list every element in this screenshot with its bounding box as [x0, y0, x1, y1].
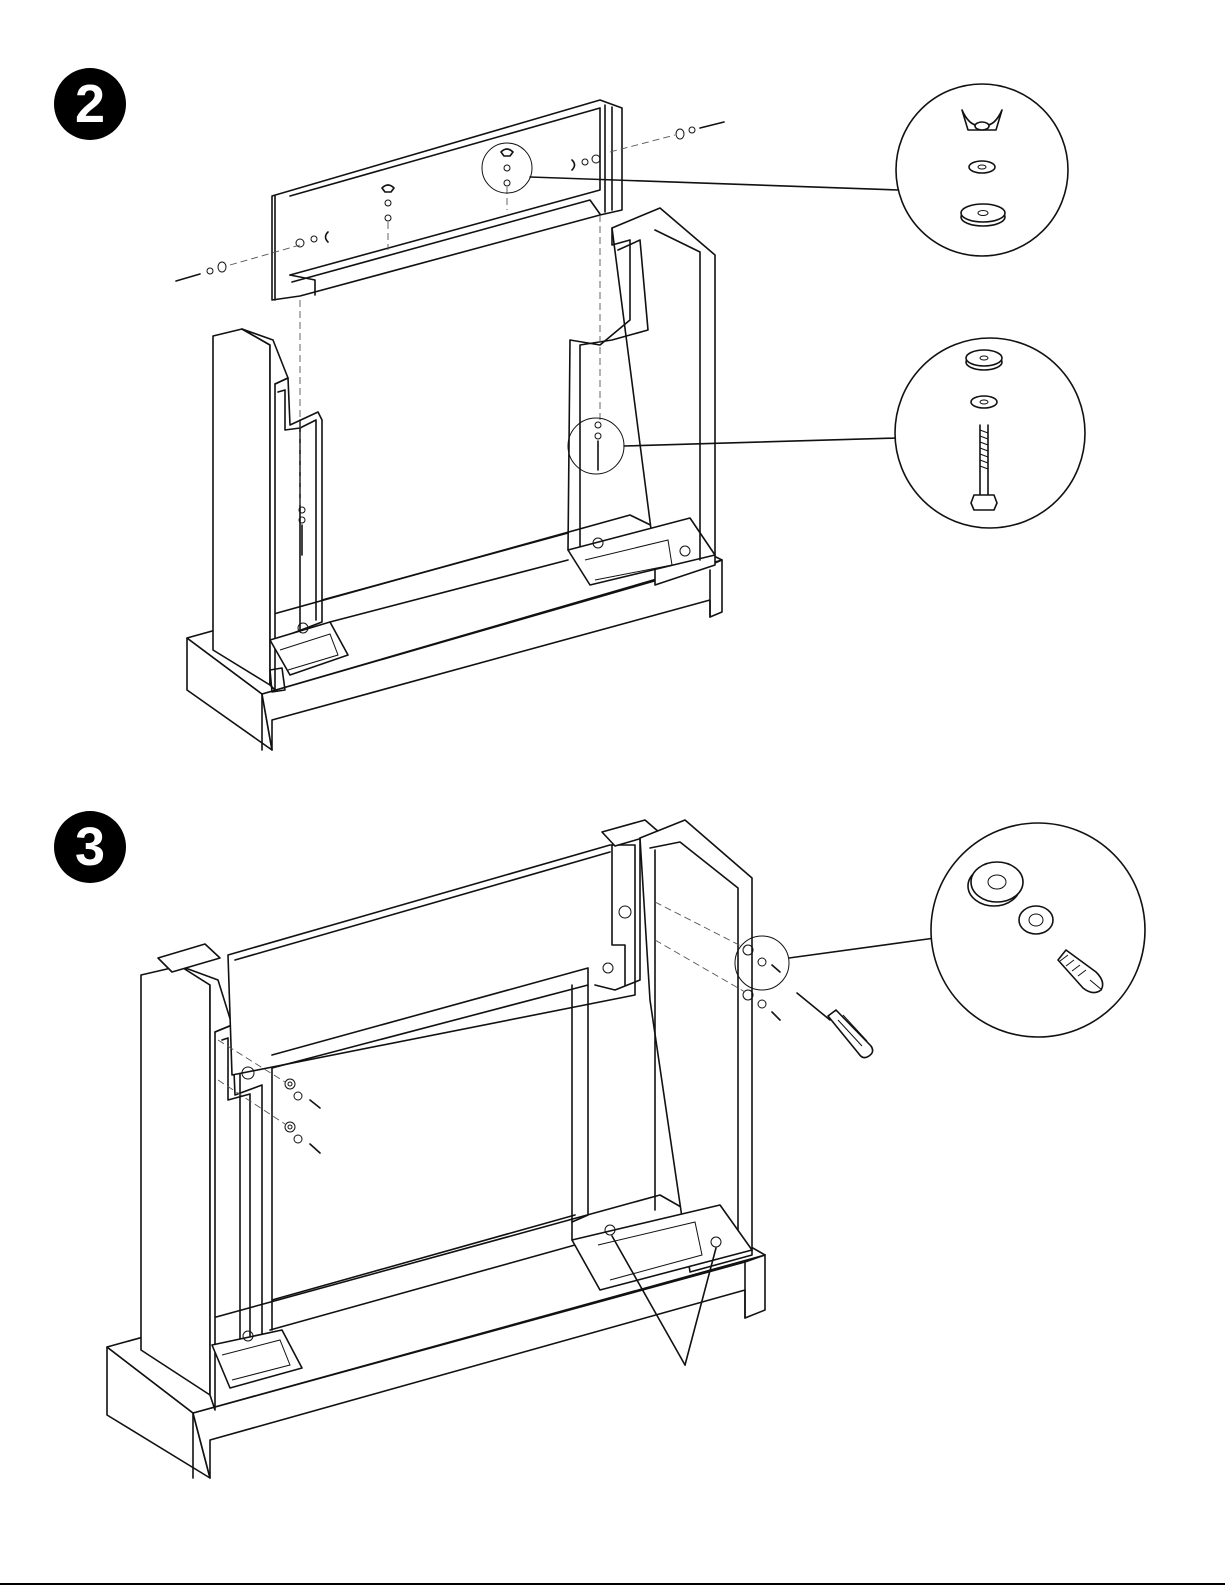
step-3-illustration [107, 820, 1145, 1478]
detail-callout-bolt [895, 338, 1085, 528]
top-cap-left [158, 944, 220, 972]
side-bolt-left [176, 262, 226, 281]
screwdriver-icon [797, 993, 873, 1058]
top-cross-frame [272, 100, 622, 300]
detail-callout-screw [931, 823, 1145, 1037]
side-bolt-right [676, 122, 724, 139]
detail-callout-wingnut [896, 84, 1068, 256]
step-2-illustration [176, 84, 1085, 750]
leg-bolt-right [595, 422, 601, 470]
left-side-panel [213, 329, 348, 692]
leader-line-3 [789, 938, 935, 958]
callout-source-ring-2 [568, 418, 624, 474]
